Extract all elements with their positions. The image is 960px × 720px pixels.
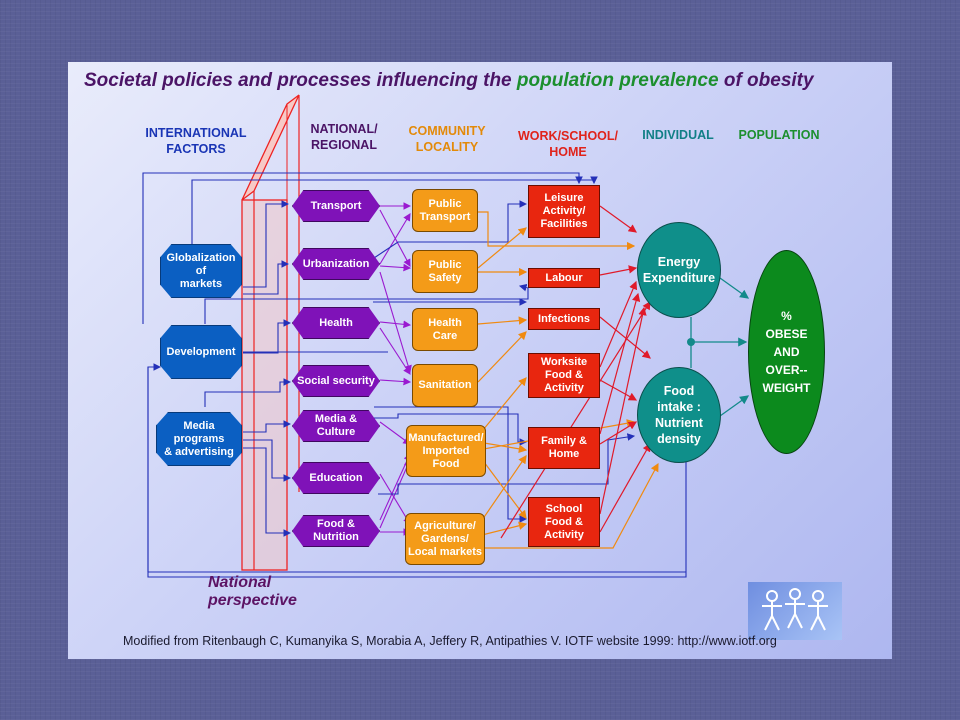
node-media-culture: Media & Culture	[292, 410, 380, 442]
node-urbanization: Urbanization	[292, 248, 380, 280]
node-agriculture: Agriculture/ Gardens/ Local markets	[405, 513, 485, 565]
node-social-security: Social security	[292, 365, 380, 397]
node-development: Development	[160, 325, 242, 379]
people-icon	[762, 588, 828, 631]
slide-title: Societal policies and processes influenc…	[84, 70, 884, 92]
source-citation: Modified from Ritenbaugh C, Kumanyika S,…	[123, 634, 777, 648]
column-header-population: POPULATION	[738, 128, 820, 142]
node-worksite-food: Worksite Food & Activity	[528, 353, 600, 398]
node-family-home: Family & Home	[528, 427, 600, 469]
junction-dot	[687, 338, 695, 346]
column-header-individual: INDIVIDUAL	[642, 128, 714, 142]
slide: Societal policies and processes influenc…	[68, 62, 892, 659]
node-transport: Transport	[292, 190, 380, 222]
node-media-programs: Media programs & advertising	[156, 412, 242, 466]
node-manufactured-food: Manufactured/ Imported Food	[406, 425, 486, 477]
column-header-work: WORK/SCHOOL/ HOME	[518, 129, 618, 159]
node-infections: Infections	[528, 308, 600, 330]
title-part-1: Societal policies and processes influenc…	[84, 70, 517, 91]
node-health: Health	[292, 307, 380, 339]
node-sanitation: Sanitation	[412, 364, 478, 407]
node-health-care: Health Care	[412, 308, 478, 351]
title-highlight: population prevalence	[516, 70, 719, 91]
iotf-logo	[748, 582, 842, 640]
node-education: Education	[292, 462, 380, 494]
node-leisure-activity: Leisure Activity/ Facilities	[528, 185, 600, 238]
national-perspective-label: National perspective	[208, 574, 297, 609]
column-header-international: INTERNATIONAL FACTORS	[145, 126, 247, 156]
node-food-nutrition: Food & Nutrition	[292, 515, 380, 547]
node-globalization: Globalization of markets	[160, 244, 242, 298]
title-part-3: of obesity	[718, 70, 814, 91]
column-header-national: NATIONAL/ REGIONAL	[310, 122, 378, 152]
node-obese-overweight: % OBESE AND OVER-- WEIGHT	[748, 250, 825, 454]
node-food-intake: Food intake : Nutrient density	[637, 367, 721, 463]
column-header-community: COMMUNITY LOCALITY	[408, 124, 486, 154]
diagram-arrows	[142, 94, 750, 578]
node-energy-expenditure: Energy Expenditure	[637, 222, 721, 318]
node-labour: Labour	[528, 268, 600, 288]
node-public-safety: Public Safety	[412, 250, 478, 293]
node-school-food: School Food & Activity	[528, 497, 600, 547]
node-public-transport: Public Transport	[412, 189, 478, 232]
